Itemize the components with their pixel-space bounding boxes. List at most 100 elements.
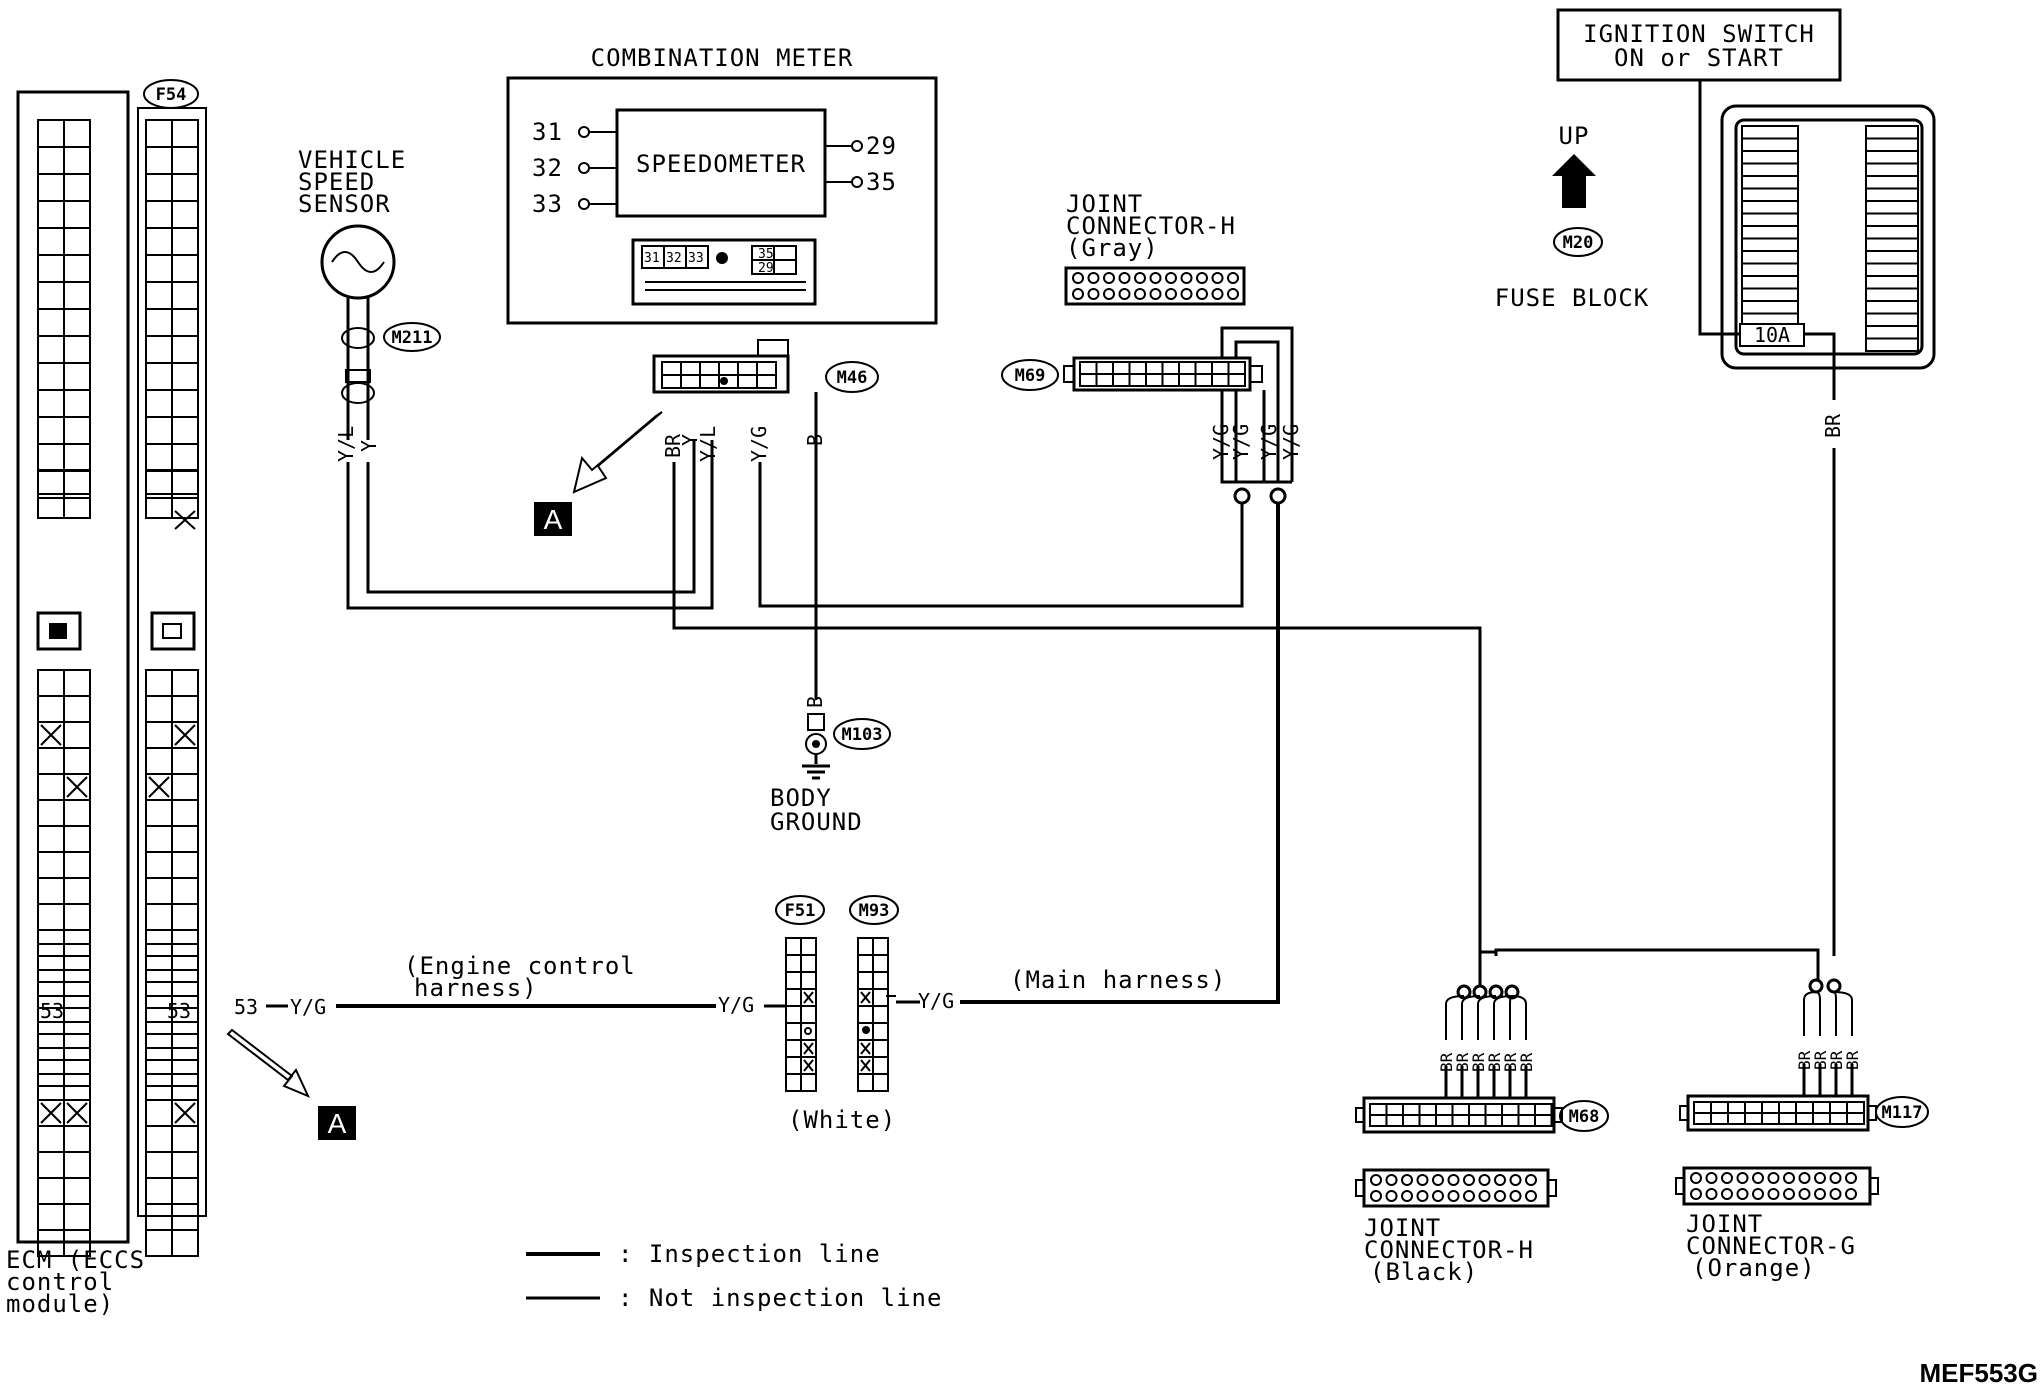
wire-b-ground: B	[803, 696, 827, 708]
meter-pin-35: 35	[866, 168, 897, 196]
wire-yg-m69-4: Y/G	[1279, 424, 1303, 460]
wire-yg-ecm: Y/G	[290, 995, 326, 1019]
meter-face-pin-35: 35	[758, 247, 774, 262]
m117-id: M117	[1882, 1103, 1923, 1123]
view-arrow-bottom	[226, 1028, 310, 1098]
f51-badge	[775, 895, 825, 925]
m211-id: M211	[392, 328, 433, 348]
jc-gray-line1: JOINT	[1066, 190, 1143, 218]
m117-wire-br-1: BR	[1795, 1050, 1814, 1070]
m68-wire-br-6: BR	[1517, 1052, 1536, 1072]
m93-connector	[857, 937, 896, 1092]
engine-harness-line2: harness)	[414, 974, 538, 1002]
wire-yg-m46: Y/G	[747, 426, 771, 462]
view-marker-bottom-label: A	[328, 1108, 347, 1139]
m20-badge	[1553, 227, 1603, 257]
view-marker-top	[534, 502, 572, 536]
white-label: (White)	[788, 1106, 896, 1134]
joint-connector-orange-face	[1675, 1166, 1879, 1206]
view-arrow-top	[572, 411, 663, 494]
jc-black-line3: (Black)	[1370, 1258, 1478, 1286]
meter-pin-33: 33	[532, 190, 563, 218]
meter-pin-29: 29	[866, 132, 897, 160]
up-arrow-icon	[1552, 154, 1596, 208]
legend-inspection-label: : Inspection line	[618, 1240, 881, 1268]
m68-connector	[1355, 1096, 1563, 1134]
joint-connector-gray-face	[1064, 266, 1246, 306]
main-harness-label: (Main harness)	[1010, 966, 1226, 994]
f54-pin-53-label: 53	[167, 999, 191, 1023]
joint-connector-black-face	[1355, 1168, 1557, 1208]
m103-id: M103	[842, 725, 883, 745]
jc-orange-line3: (Orange)	[1692, 1254, 1816, 1282]
m211-badge	[383, 322, 441, 352]
m69-id: M69	[1015, 366, 1046, 386]
m68-badge	[1559, 1100, 1609, 1132]
ecm-pin-53-label: 53	[40, 999, 64, 1023]
view-marker-top-label: A	[544, 504, 563, 535]
m68-wire-br-2: BR	[1453, 1052, 1472, 1072]
m68-wire-br-4: BR	[1485, 1052, 1504, 1072]
m46-badge	[825, 361, 879, 393]
wire-yg-m69-2: Y/G	[1229, 424, 1253, 460]
meter-face-pin-33: 33	[688, 251, 704, 266]
meter-pin-31: 31	[532, 118, 563, 146]
m68-wire-br-3: BR	[1469, 1052, 1488, 1072]
jc-orange-line2: CONNECTOR-G	[1686, 1232, 1856, 1260]
m93-badge	[849, 895, 899, 925]
up-label: UP	[1559, 122, 1590, 150]
m69-badge	[1001, 359, 1059, 391]
ground-symbol	[802, 713, 830, 780]
m46-id: M46	[837, 368, 868, 388]
f54-badge	[143, 79, 199, 109]
m46-connector	[652, 339, 790, 394]
f54-connector: 53	[137, 107, 207, 1257]
wire-yg-m93: Y/G	[918, 989, 954, 1013]
meter-face-pin-31: 31	[644, 251, 660, 266]
ecm-connector: 53	[16, 90, 130, 1257]
wire-yl-m46: Y/L	[696, 426, 720, 462]
jc-gray-line2: CONNECTOR-H	[1066, 212, 1236, 240]
wire-yg-f51: Y/G	[718, 993, 754, 1017]
wire-yl-sensor: Y/L	[334, 426, 358, 462]
ecm-label-line3: module)	[6, 1290, 114, 1318]
m117-badge	[1875, 1096, 1929, 1128]
vss-label-line1: VEHICLE	[298, 146, 406, 174]
wire-y-sensor: Y	[357, 440, 381, 452]
m68-id: M68	[1569, 1107, 1600, 1127]
jc-gray-line3: (Gray)	[1066, 234, 1159, 262]
fuse-rating: 10A	[1754, 323, 1790, 347]
m69-connector	[1063, 356, 1263, 392]
fuse-block: 10A	[1720, 104, 1936, 370]
m68-wire-br-5: BR	[1501, 1052, 1520, 1072]
wire-br-fuse: BR	[1821, 413, 1845, 438]
vss-label-line2: SPEED	[298, 168, 375, 196]
meter-pin-32: 32	[532, 154, 563, 182]
fuse-block-label: FUSE BLOCK	[1495, 284, 1650, 312]
m93-id: M93	[859, 901, 890, 921]
f51-id: F51	[785, 901, 816, 921]
wire-br-m46: BR	[661, 433, 685, 458]
body-ground-line2: GROUND	[770, 808, 863, 836]
f54-id: F54	[156, 85, 187, 105]
ignition-switch-line1: IGNITION SWITCH	[1583, 20, 1815, 48]
m117-wire-br-2: BR	[1811, 1050, 1830, 1070]
speedometer-label: SPEEDOMETER	[636, 150, 806, 178]
combination-meter-title: COMBINATION METER	[591, 44, 854, 72]
jc-black-line2: CONNECTOR-H	[1364, 1236, 1534, 1264]
ecm-pin-53-out: 53	[234, 995, 258, 1019]
body-ground-line1: BODY	[770, 784, 832, 812]
wire-y-m46: Y	[678, 434, 702, 446]
ecm-label-line2: control	[6, 1268, 114, 1296]
vss-label-line3: SENSOR	[298, 190, 391, 218]
ignition-switch-line2: ON or START	[1614, 44, 1784, 72]
f51-connector	[785, 937, 817, 1092]
view-marker-bottom	[318, 1106, 356, 1140]
jc-orange-line1: JOINT	[1686, 1210, 1763, 1238]
meter-face-pin-29: 29	[758, 261, 774, 276]
m103-badge	[833, 718, 891, 750]
